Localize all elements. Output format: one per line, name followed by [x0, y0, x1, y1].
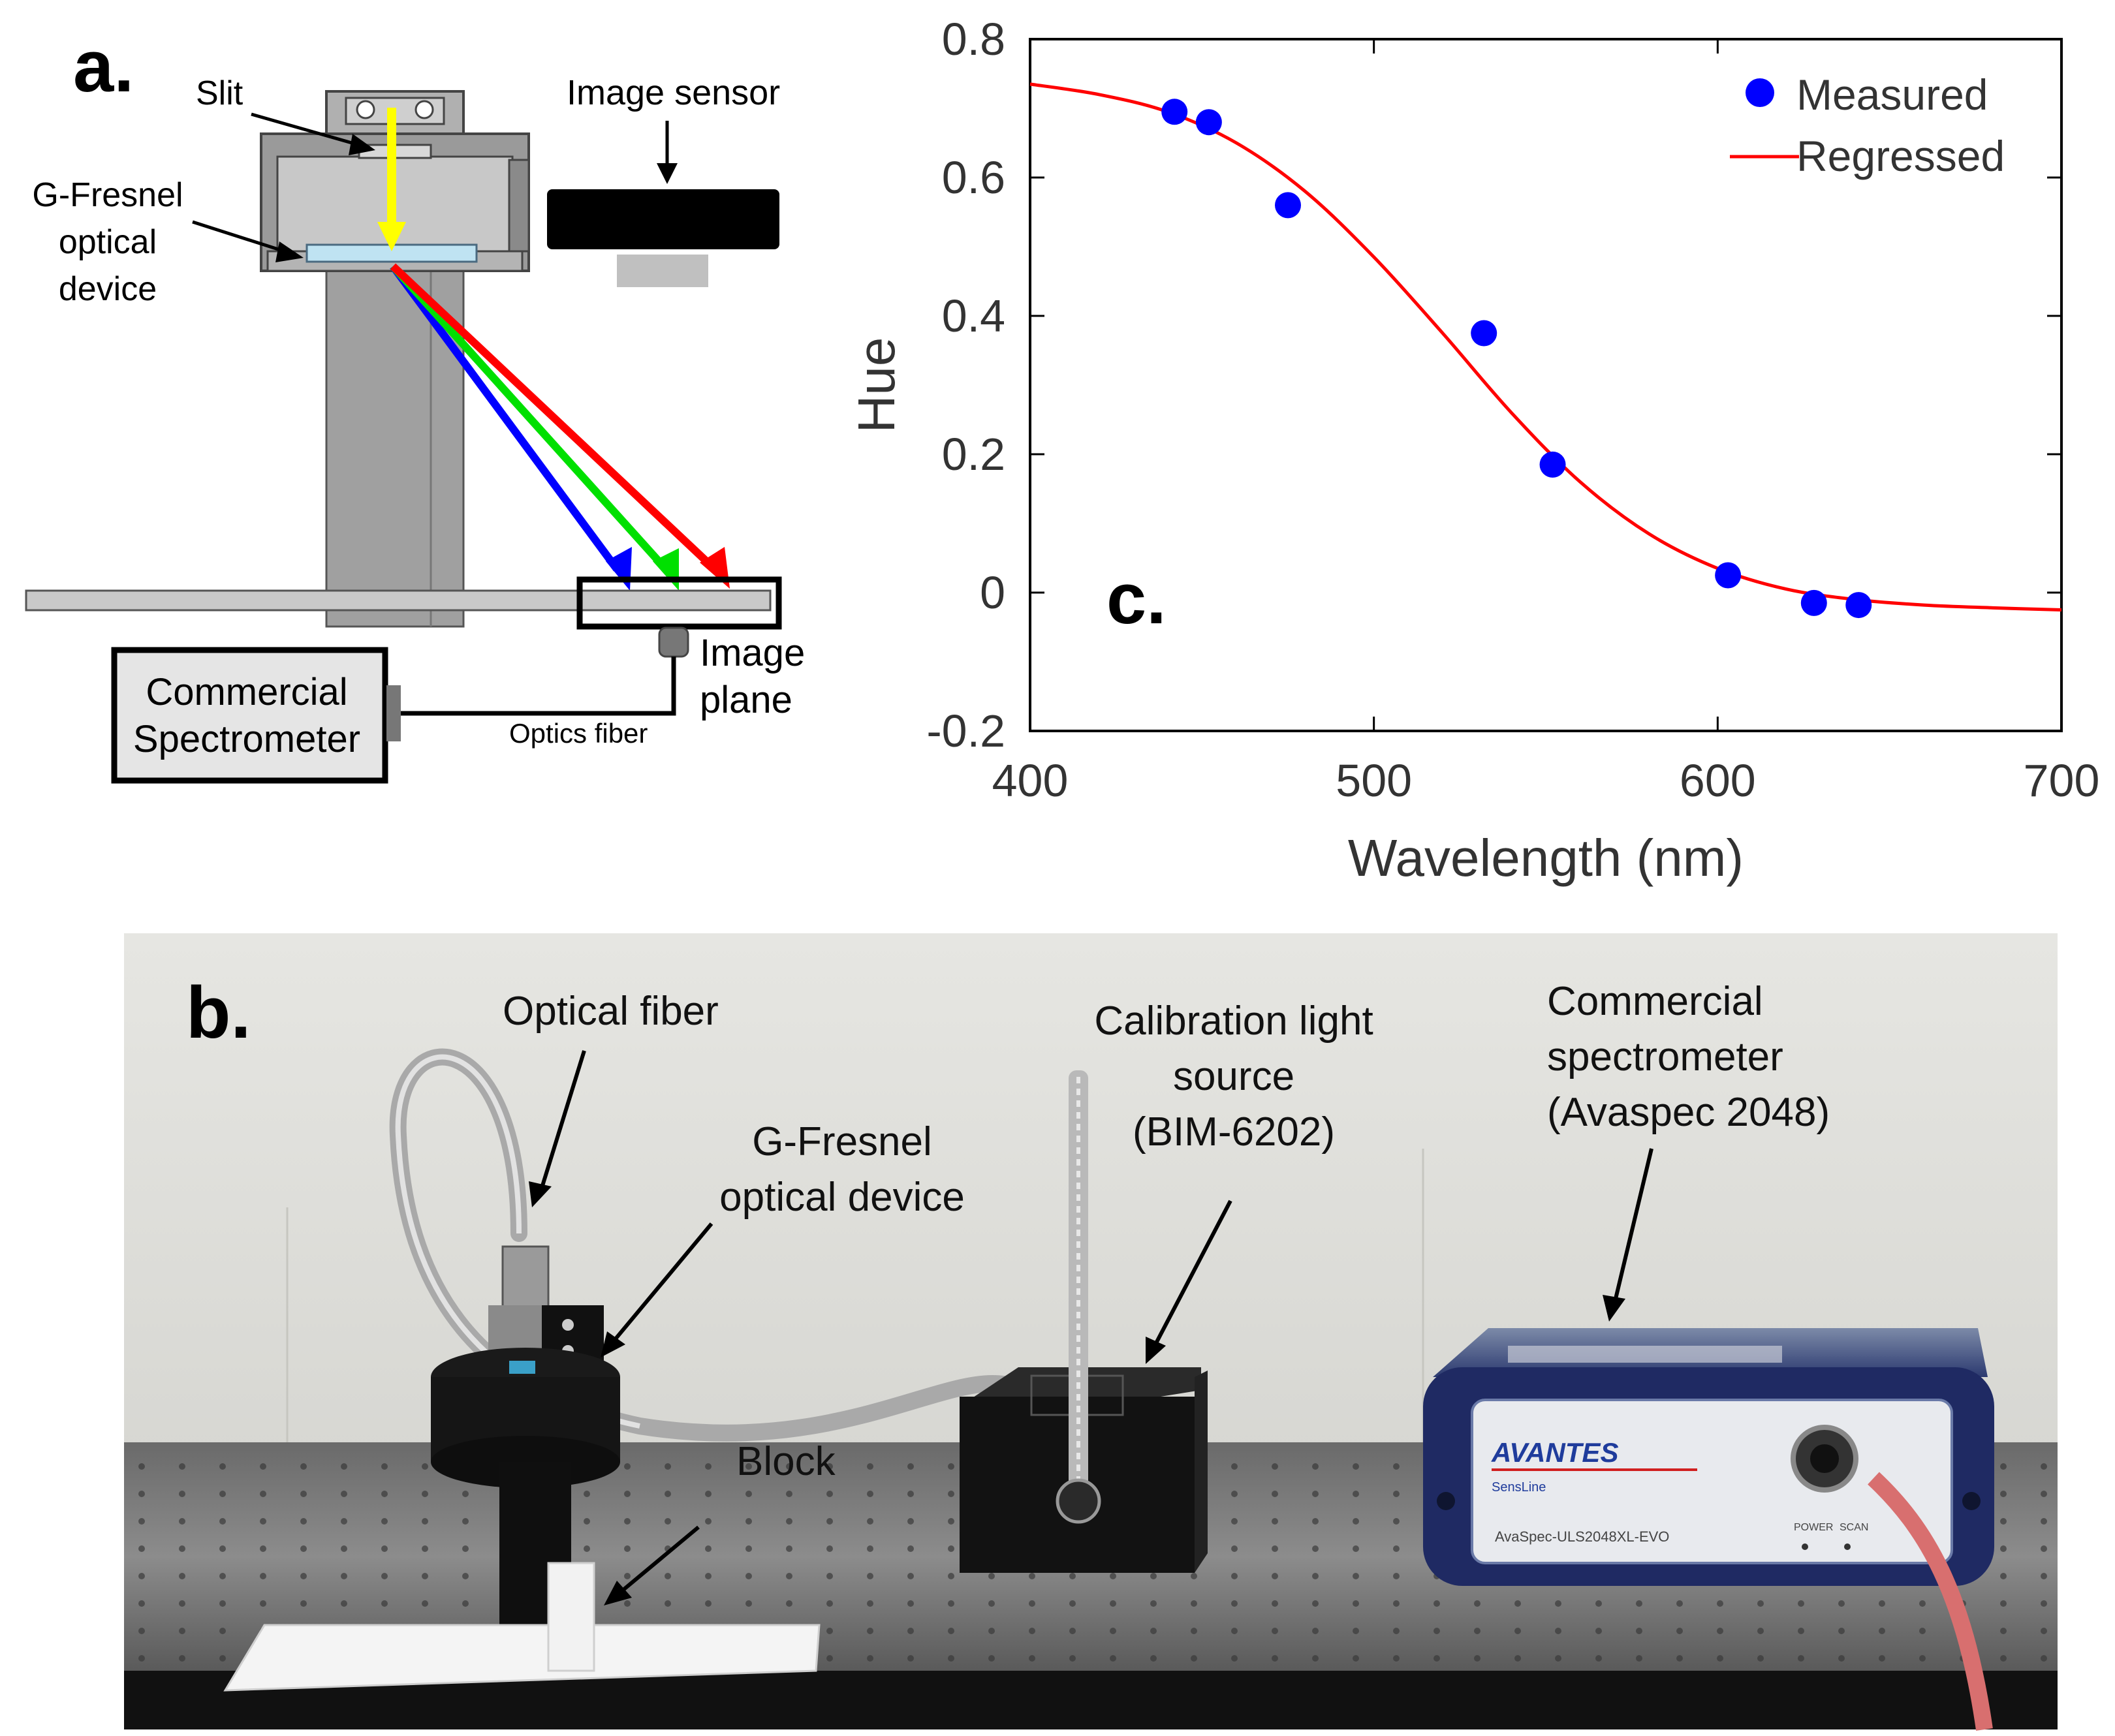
block-photo	[547, 1562, 595, 1672]
image-plane-label-line2: plane	[700, 679, 792, 721]
measured-point	[1800, 589, 1827, 616]
spectrometer-box	[111, 647, 388, 784]
gfresnel-label-line1: G-Fresnel	[32, 176, 183, 214]
spectrometer-brand-sub: SensLine	[1492, 1480, 1546, 1495]
panel-c-chart: 400 500 600 700 -0.2 0 0.2 0.4 0.6 0.8 c. Wavelen…	[847, 14, 2099, 887]
x-tick-label: 600	[1680, 755, 1756, 806]
legend: Measured Regressed	[1730, 70, 2005, 180]
calibration-label-line1: Calibration light	[1094, 999, 1373, 1044]
legend-regressed-label: Regressed	[1796, 132, 2005, 180]
panel-b-label: b.	[186, 972, 251, 1053]
y-axis-label: Hue	[847, 337, 905, 433]
x-tick-label: 700	[2024, 755, 2100, 806]
measured-point	[1539, 451, 1566, 478]
image-sensor-label: Image sensor	[567, 73, 780, 112]
chart-panel-label: c.	[1106, 559, 1167, 639]
spectrometer-photo-label-line2: spectrometer	[1547, 1034, 1783, 1079]
spectrometer-model-text: AvaSpec-ULS2048XL-EVO	[1495, 1528, 1669, 1545]
spectrometer-brand-logo: AVANTES	[1491, 1437, 1618, 1468]
axis-ticks: 400 500 600 700 -0.2 0 0.2 0.4 0.6 0.8	[926, 14, 2099, 806]
x-tick-label: 500	[1336, 755, 1412, 806]
red-cable	[1868, 1472, 1993, 1731]
spectrometer-label-line1: Commercial	[146, 671, 347, 713]
slit-label: Slit	[196, 74, 243, 112]
gfresnel-lens	[306, 243, 478, 263]
spectrometer-power-label: POWER	[1794, 1522, 1833, 1533]
measured-point	[1471, 320, 1497, 347]
measured-point	[1845, 592, 1872, 619]
optics-fiber-line	[401, 657, 676, 716]
gfresnel-photo-label-line1: G-Fresnel	[752, 1119, 932, 1164]
image-plane-label-line1: Image	[700, 632, 805, 674]
commercial-spectrometer-photo: AVANTES SensLine AvaSpec-ULS2048XL-EVO P…	[1423, 1328, 1994, 1586]
chart-plot-area: 400 500 600 700 -0.2 0 0.2 0.4 0.6 0.8 c. Wavelen…	[847, 14, 2099, 887]
spectrometer-photo-label-line3: (Avaspec 2048)	[1547, 1090, 1830, 1135]
panel-b-annotations: b. Optical fiber G-Fresnel optical devic…	[186, 972, 1830, 1605]
spectrometer-scan-label: SCAN	[1840, 1522, 1868, 1533]
x-axis-label: Wavelength (nm)	[1348, 829, 1744, 887]
panel-a-label: a.	[73, 25, 134, 107]
rail-bar	[25, 589, 772, 612]
image-sensor	[547, 189, 779, 249]
y-tick-label: 0.2	[942, 429, 1005, 480]
calibration-light-source-photo	[960, 1070, 1208, 1573]
x-tick-label: 400	[992, 755, 1069, 806]
measured-point	[1161, 99, 1188, 125]
panel-a-annotations: Slit Image sensor G-Fresnel optical devi…	[32, 73, 805, 760]
optical-fiber-label: Optical fiber	[503, 989, 719, 1034]
y-tick-label: -0.2	[926, 705, 1005, 756]
spectrometer-label-line2: Spectrometer	[133, 718, 360, 760]
y-tick-label: 0.8	[942, 14, 1005, 65]
gfresnel-device-photo	[431, 1245, 620, 1625]
panel-a-schematic: a. Slit	[25, 25, 805, 784]
calibration-label-line2: source	[1173, 1054, 1294, 1099]
block-label: Block	[736, 1439, 836, 1484]
plot-frame	[1029, 38, 2063, 732]
spectrometer-photo-label-line1: Commercial	[1547, 979, 1763, 1024]
optics-fiber-label: Optics fiber	[509, 718, 648, 749]
measured-points	[1161, 99, 1872, 619]
y-tick-label: 0.4	[942, 290, 1005, 341]
gfresnel-label-line3: device	[59, 270, 157, 308]
legend-measured-label: Measured	[1796, 70, 1988, 119]
y-tick-label: 0	[980, 567, 1005, 618]
image-plane-box	[576, 576, 782, 630]
white-base-plate	[223, 1624, 821, 1692]
gfresnel-photo-label-line2: optical device	[719, 1175, 965, 1220]
measured-point	[1715, 562, 1742, 589]
measured-point	[1275, 192, 1301, 219]
calibration-label-line3: (BIM-6202)	[1133, 1109, 1335, 1155]
incident-beam	[377, 108, 406, 251]
y-tick-label: 0.6	[942, 152, 1005, 203]
legend-measured-marker	[1746, 78, 1774, 107]
measured-point	[1195, 109, 1222, 136]
gfresnel-label-line2: optical	[59, 223, 157, 261]
